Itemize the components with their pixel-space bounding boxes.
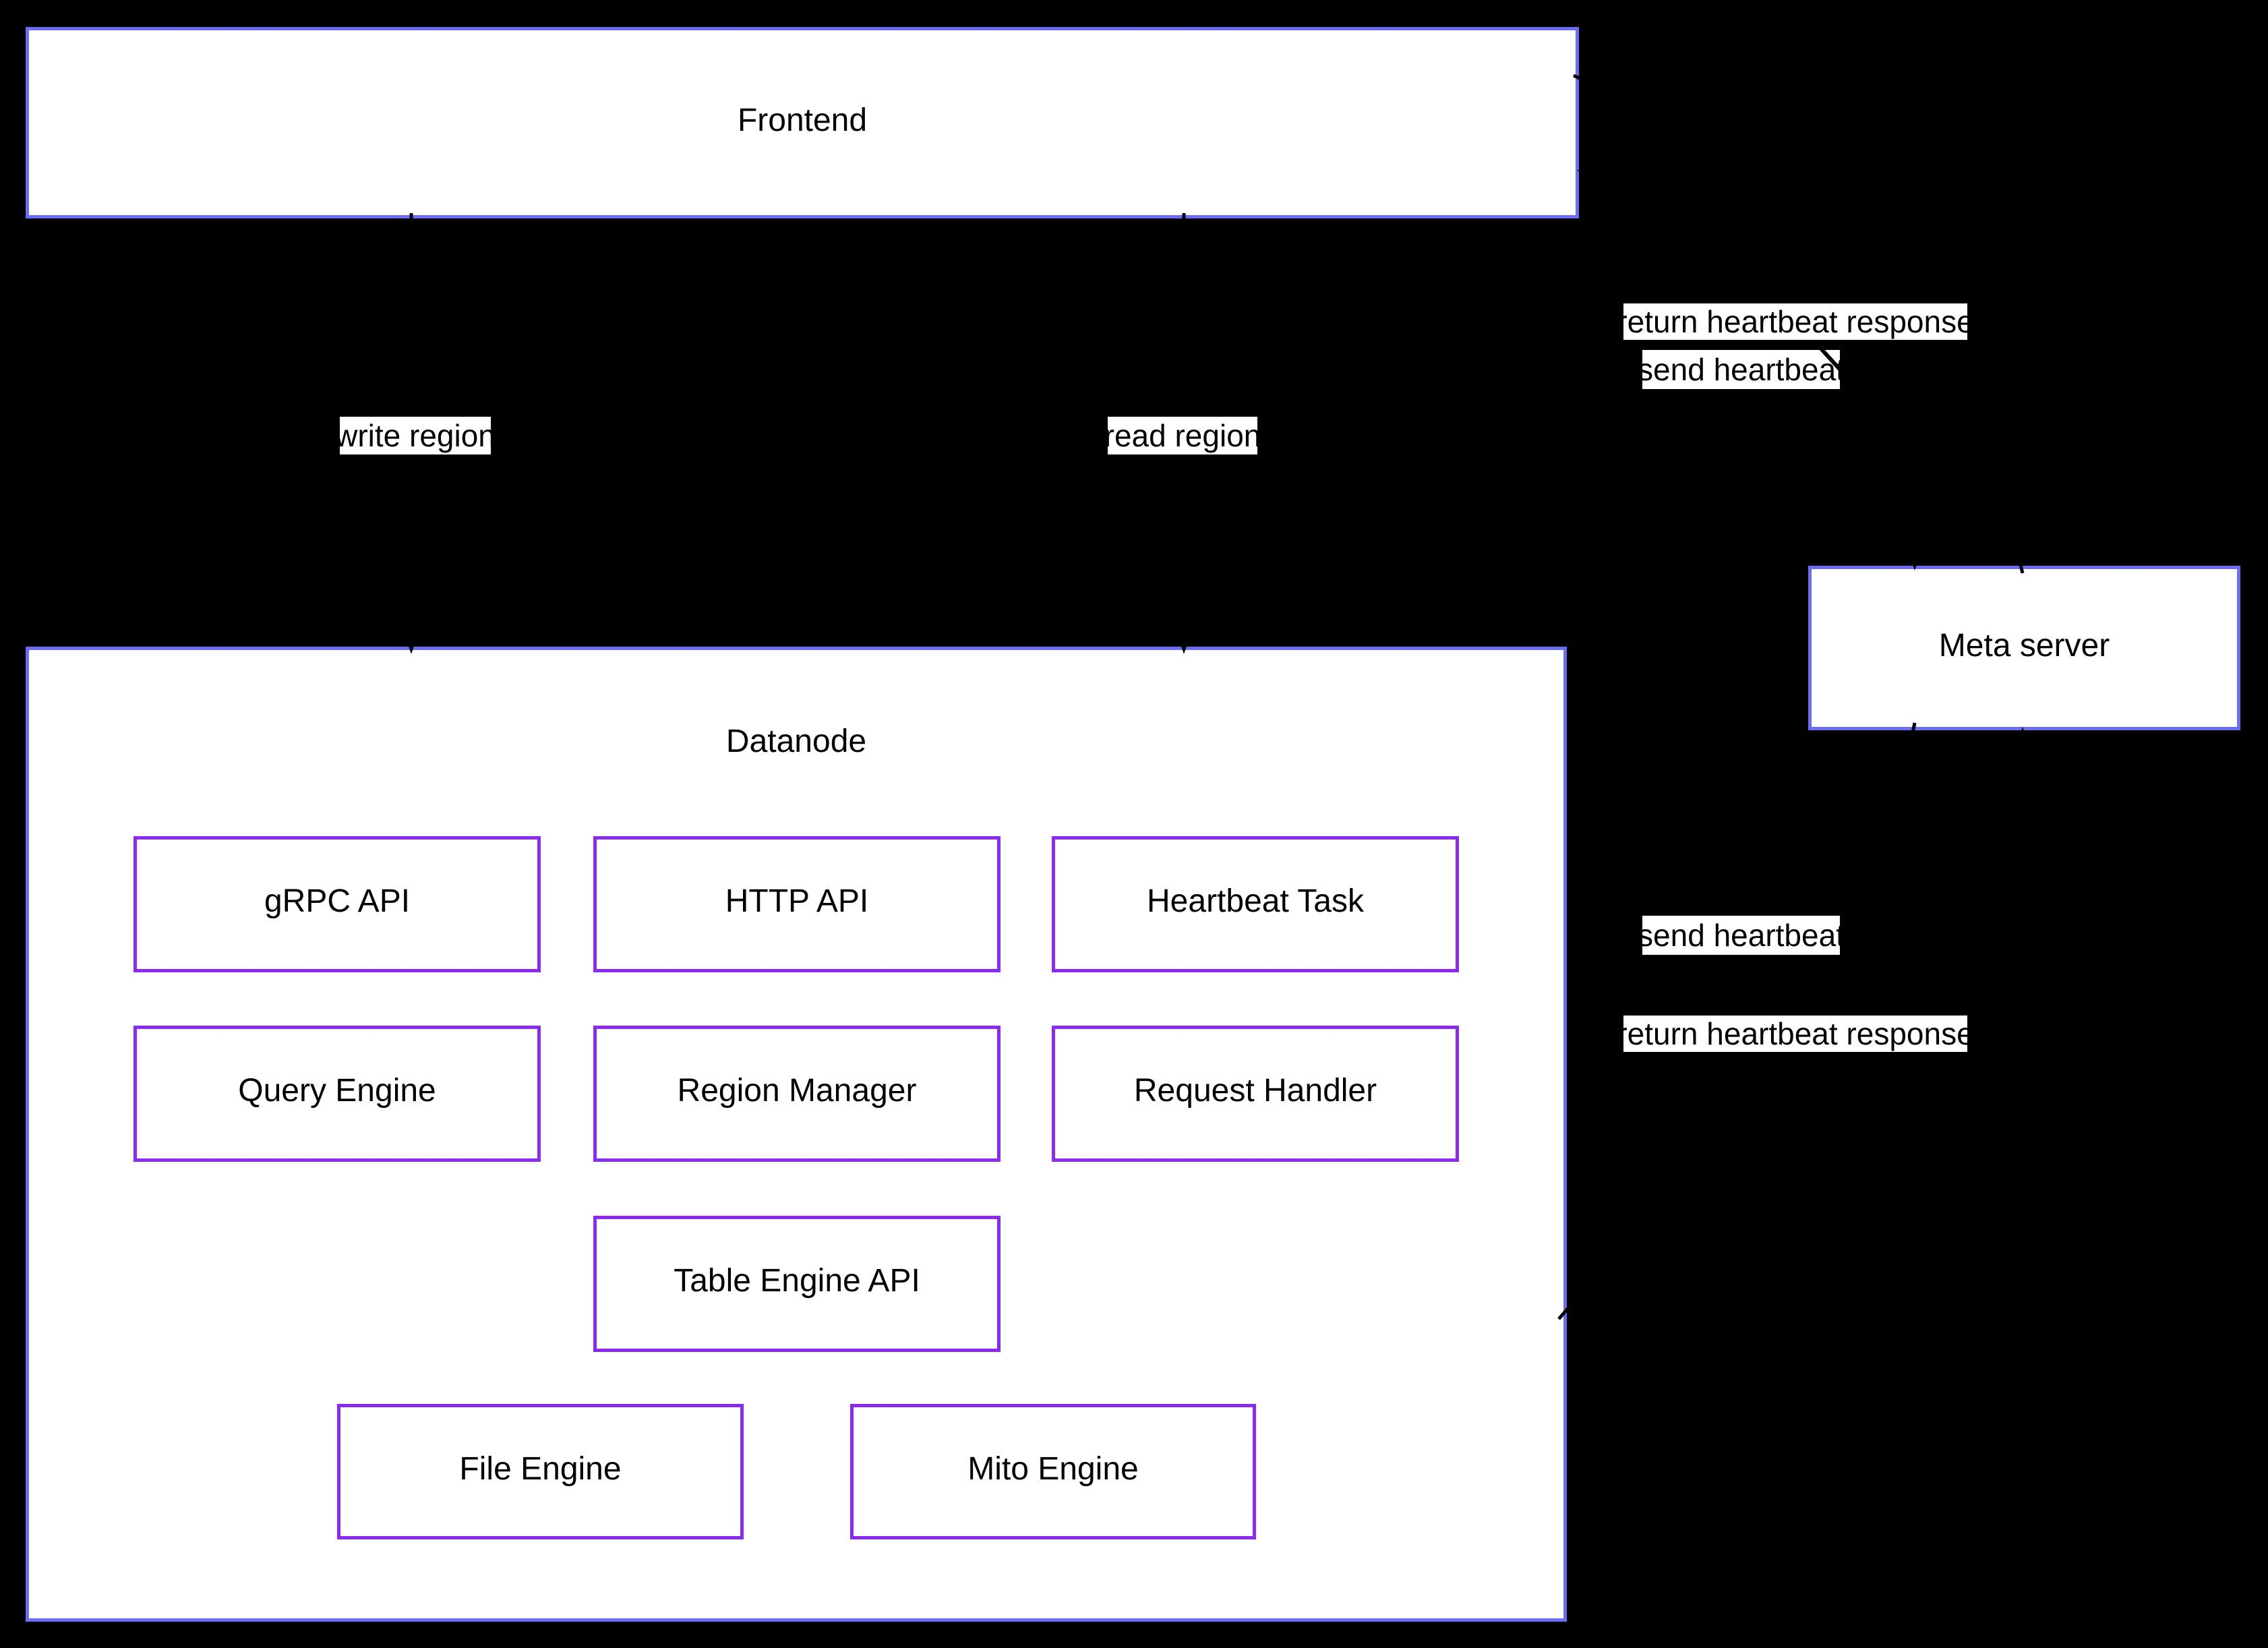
node-grpc-api: gRPC API bbox=[133, 836, 541, 972]
node-table-engine-api: Table Engine API bbox=[593, 1216, 1001, 1352]
node-region-manager-label: Region Manager bbox=[677, 1073, 917, 1109]
node-frontend-label: Frontend bbox=[737, 102, 868, 138]
node-request-handler-label: Request Handler bbox=[1133, 1073, 1377, 1109]
node-query-engine-label: Query Engine bbox=[238, 1073, 436, 1109]
node-file-engine: File Engine bbox=[337, 1404, 744, 1539]
node-mito-engine-label: Mito Engine bbox=[967, 1450, 1139, 1487]
edge-label-send-heartbeat-top: send heartbeat bbox=[1638, 350, 1845, 389]
node-meta-server-label: Meta server bbox=[1938, 628, 2110, 664]
node-heartbeat-task-label: Heartbeat Task bbox=[1147, 883, 1364, 919]
node-heartbeat-task: Heartbeat Task bbox=[1052, 836, 1459, 972]
edge-label-return-heartbeat-bottom: return heartbeat response bbox=[1617, 1016, 1974, 1052]
edge-return-heartbeat-top-arrowhead bbox=[1577, 163, 1598, 178]
node-file-engine-label: File Engine bbox=[459, 1450, 622, 1487]
node-mito-engine: Mito Engine bbox=[850, 1404, 1256, 1539]
node-region-manager: Region Manager bbox=[593, 1026, 1001, 1162]
edge-return-heartbeat-bottom-arrowhead bbox=[1577, 1124, 1598, 1139]
node-meta-server: Meta server bbox=[1808, 566, 2240, 730]
node-request-handler: Request Handler bbox=[1052, 1026, 1459, 1162]
node-http-api: HTTP API bbox=[593, 836, 1001, 972]
edge-label-read-region: read region bbox=[1104, 417, 1261, 454]
edge-label-write-region: write region bbox=[335, 417, 496, 454]
node-datanode-label: Datanode bbox=[725, 724, 867, 759]
edge-label-send-heartbeat-bottom: send heartbeat bbox=[1638, 916, 1845, 955]
node-frontend: Frontend bbox=[26, 27, 1579, 218]
node-http-api-label: HTTP API bbox=[725, 883, 869, 919]
node-grpc-api-label: gRPC API bbox=[264, 883, 411, 919]
edge-label-return-heartbeat-top: return heartbeat response bbox=[1617, 303, 1974, 340]
node-table-engine-api-label: Table Engine API bbox=[674, 1263, 920, 1299]
node-query-engine: Query Engine bbox=[133, 1026, 541, 1162]
